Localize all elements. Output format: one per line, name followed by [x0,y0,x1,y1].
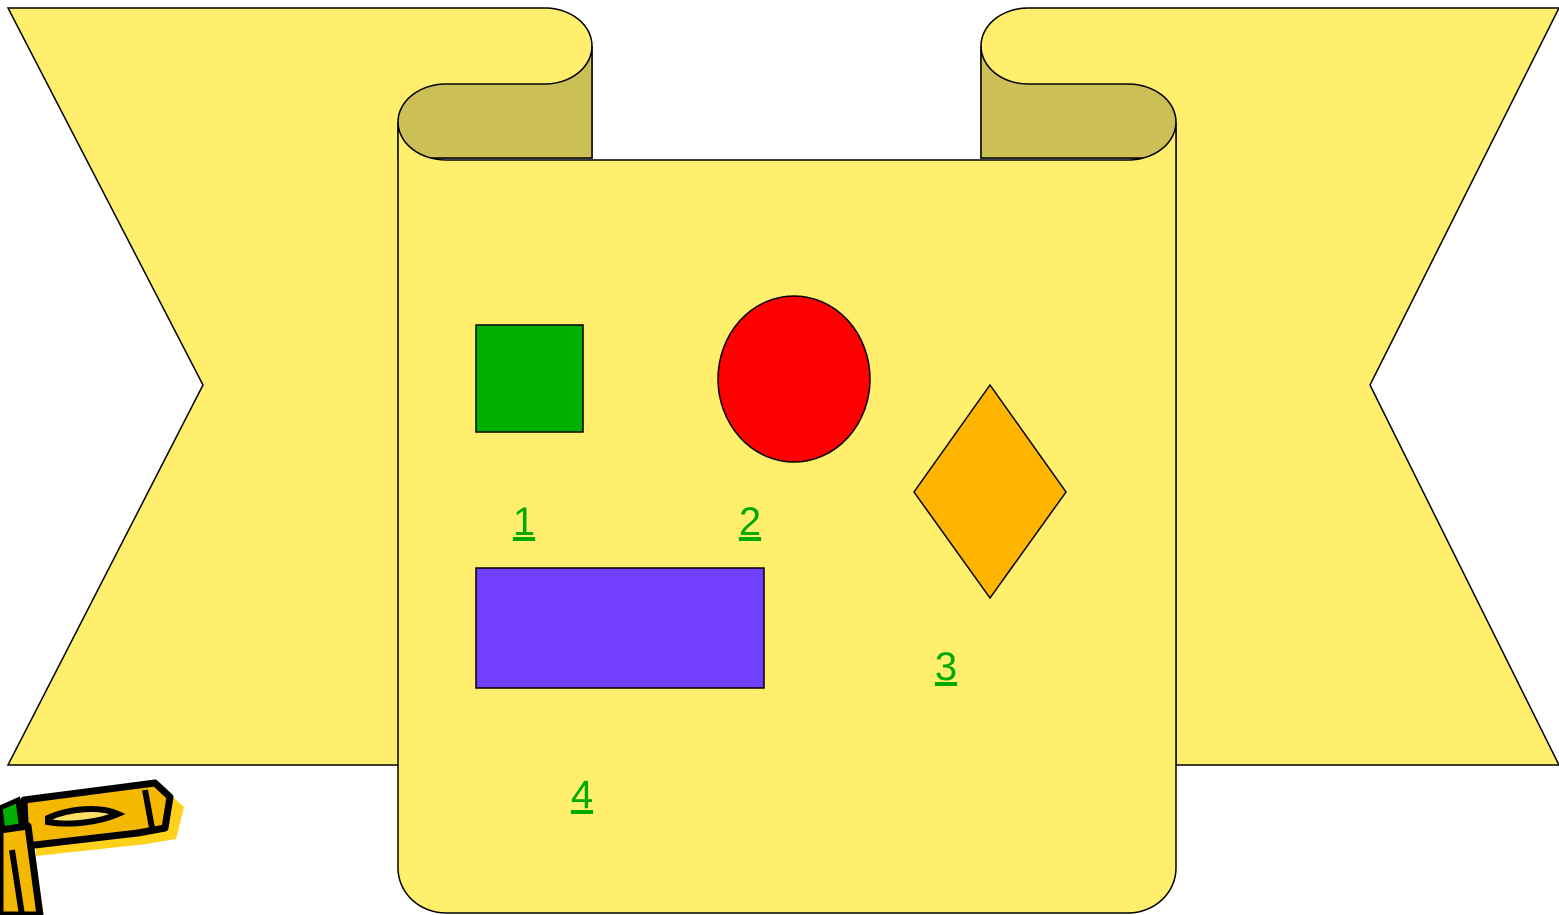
green-square-shape[interactable] [476,325,583,432]
red-circle-shape[interactable] [718,296,870,462]
label-4-link[interactable]: 4 [571,773,593,817]
label-3-link[interactable]: 3 [935,645,957,689]
label-1-link[interactable]: 1 [513,500,535,544]
pencil-icon [0,783,184,915]
label-2-link[interactable]: 2 [739,500,761,544]
purple-rectangle-shape[interactable] [476,568,764,688]
